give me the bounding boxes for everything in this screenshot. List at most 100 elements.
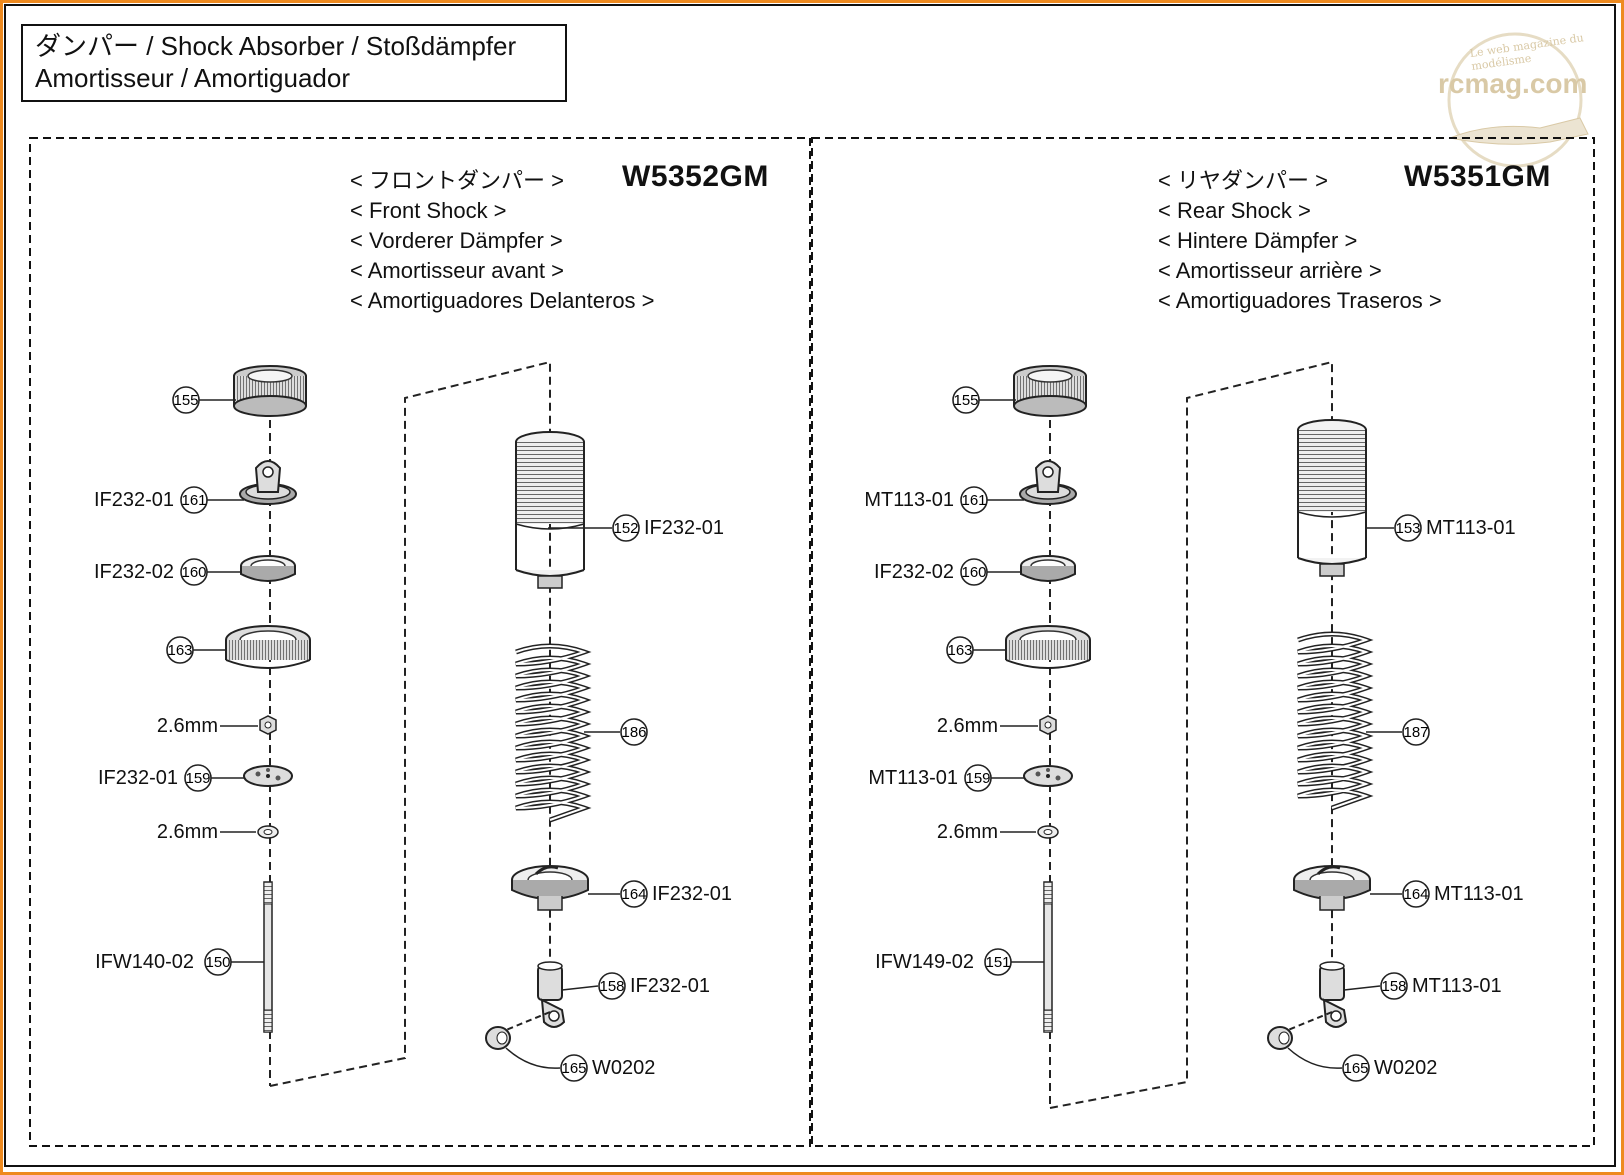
front-heading-de: < Vorderer Dämpfer > (350, 228, 563, 253)
rear-label-165-code: W0202 (1374, 1057, 1438, 1079)
front-ring-163 (225, 625, 311, 669)
front-seat-164 (510, 864, 590, 912)
part-number-text: 161 (181, 492, 206, 509)
part-number-161: 161 (960, 486, 988, 514)
rear-washer (1037, 825, 1059, 839)
part-number-164: 164 (620, 880, 648, 908)
front-label-159-code: IF232-01 (97, 767, 178, 789)
rear-label-153-code: MT113-01 (1426, 517, 1516, 539)
front-cup-160 (240, 555, 296, 582)
rear-label-washer: 2.6mm (936, 821, 998, 843)
part-number-165: 165 (560, 1054, 588, 1082)
watermark-brand: rcmag.com (1438, 68, 1588, 99)
rear-spring-187 (1298, 634, 1366, 808)
front-heading-es: < Amortiguadores Delanteros > (350, 288, 655, 313)
front-shaft-150 (263, 881, 273, 1033)
rear-rodend-158 (1319, 961, 1347, 1028)
front-label-165-code: W0202 (592, 1057, 656, 1079)
rear-seat-164 (1292, 864, 1372, 912)
front-label-150-code: IFW140-02 (95, 951, 194, 973)
front-cap-155 (233, 365, 307, 417)
front-eyelet-161 (239, 460, 297, 505)
part-number-text: 158 (599, 978, 624, 995)
part-number-text: 153 (1395, 520, 1420, 537)
front-heading-fr: < Amortisseur avant > (350, 258, 564, 283)
front-heading: < フロントダンパー > < Front Shock > < Vorderer … (350, 166, 655, 316)
rear-heading-en: < Rear Shock > (1158, 198, 1311, 223)
front-panel-frame (29, 137, 811, 1147)
rear-shaft-151 (1043, 881, 1053, 1033)
rear-piston-159 (1023, 765, 1073, 787)
part-number-155: 155 (172, 386, 200, 414)
rear-heading: < リヤダンパー > < Rear Shock > < Hintere Dämp… (1158, 166, 1442, 316)
part-number-158: 158 (1380, 972, 1408, 1000)
rear-panel-frame (811, 137, 1595, 1147)
part-number-text: 165 (1343, 1060, 1368, 1077)
rear-ball-165 (1267, 1026, 1293, 1050)
rear-label-151-code: IFW149-02 (875, 951, 974, 973)
front-rodend-158 (537, 961, 565, 1028)
rear-label-159-code: MT113-01 (868, 767, 958, 789)
front-spring-186 (516, 646, 584, 820)
part-number-160: 160 (960, 558, 988, 586)
front-label-158-code: IF232-01 (630, 975, 711, 997)
part-number-text: 161 (961, 492, 986, 509)
part-number-153: 153 (1394, 514, 1422, 542)
part-number-159: 159 (964, 764, 992, 792)
rear-label-nut: 2.6mm (936, 715, 998, 737)
rear-heading-jp: < リヤダンパー > (1158, 168, 1328, 193)
part-number-163: 163 (946, 636, 974, 664)
title-box: ダンパー / Shock Absorber / Stoßdämpfer Amor… (21, 24, 567, 102)
front-ball-165 (485, 1026, 511, 1050)
front-kit-code: W5352GM (622, 160, 769, 193)
rear-nut (1039, 715, 1057, 735)
part-number-152: 152 (612, 514, 640, 542)
part-number-text: 164 (1403, 886, 1428, 903)
part-number-155: 155 (952, 386, 980, 414)
part-number-text: 163 (947, 642, 972, 659)
rear-cap-155 (1013, 365, 1087, 417)
front-heading-jp: < フロントダンパー > (350, 168, 564, 193)
title-line-2: Amortisseur / Amortiguador (35, 63, 351, 93)
part-number-text: 186 (621, 724, 646, 741)
rear-kit-code: W5351GM (1404, 160, 1551, 193)
front-label-nut: 2.6mm (156, 715, 218, 737)
part-number-text: 165 (561, 1060, 586, 1077)
part-number-text: 164 (621, 886, 646, 903)
front-label-washer: 2.6mm (156, 821, 218, 843)
part-number-150: 150 (204, 948, 232, 976)
rear-label-158-code: MT113-01 (1412, 975, 1502, 997)
rear-eyelet-161 (1019, 460, 1077, 505)
part-number-164: 164 (1402, 880, 1430, 908)
rear-heading-es: < Amortiguadores Traseros > (1158, 288, 1442, 313)
part-number-159: 159 (184, 764, 212, 792)
title-line-1: ダンパー / Shock Absorber / Stoßdämpfer (35, 31, 517, 61)
part-number-text: 163 (167, 642, 192, 659)
part-number-187: 187 (1402, 718, 1430, 746)
front-label-152-code: IF232-01 (644, 517, 725, 539)
part-number-text: 160 (181, 564, 206, 581)
part-number-text: 151 (985, 954, 1010, 971)
rear-heading-de: < Hintere Dämpfer > (1158, 228, 1358, 253)
rear-label-160-code: IF232-02 (873, 561, 954, 583)
rear-label-161-code: MT113-01 (864, 489, 954, 511)
part-number-186: 186 (620, 718, 648, 746)
part-number-text: 150 (205, 954, 230, 971)
part-number-165: 165 (1342, 1054, 1370, 1082)
front-label-161-code: IF232-01 (93, 489, 174, 511)
rear-cup-160 (1020, 555, 1076, 582)
part-number-text: 158 (1381, 978, 1406, 995)
part-number-text: 155 (953, 392, 978, 409)
front-heading-en: < Front Shock > (350, 198, 507, 223)
part-number-circles: 155 161 160 163 159 150 152 186 164 158 165 155 161 1… (166, 386, 1430, 1082)
rear-ring-163 (1005, 625, 1091, 669)
part-number-text: 152 (613, 520, 638, 537)
part-number-160: 160 (180, 558, 208, 586)
front-label-164-code: IF232-01 (652, 883, 733, 905)
front-label-160-code: IF232-02 (93, 561, 174, 583)
front-washer (257, 825, 279, 839)
rear-label-164-code: MT113-01 (1434, 883, 1524, 905)
part-number-text: 187 (1403, 724, 1428, 741)
